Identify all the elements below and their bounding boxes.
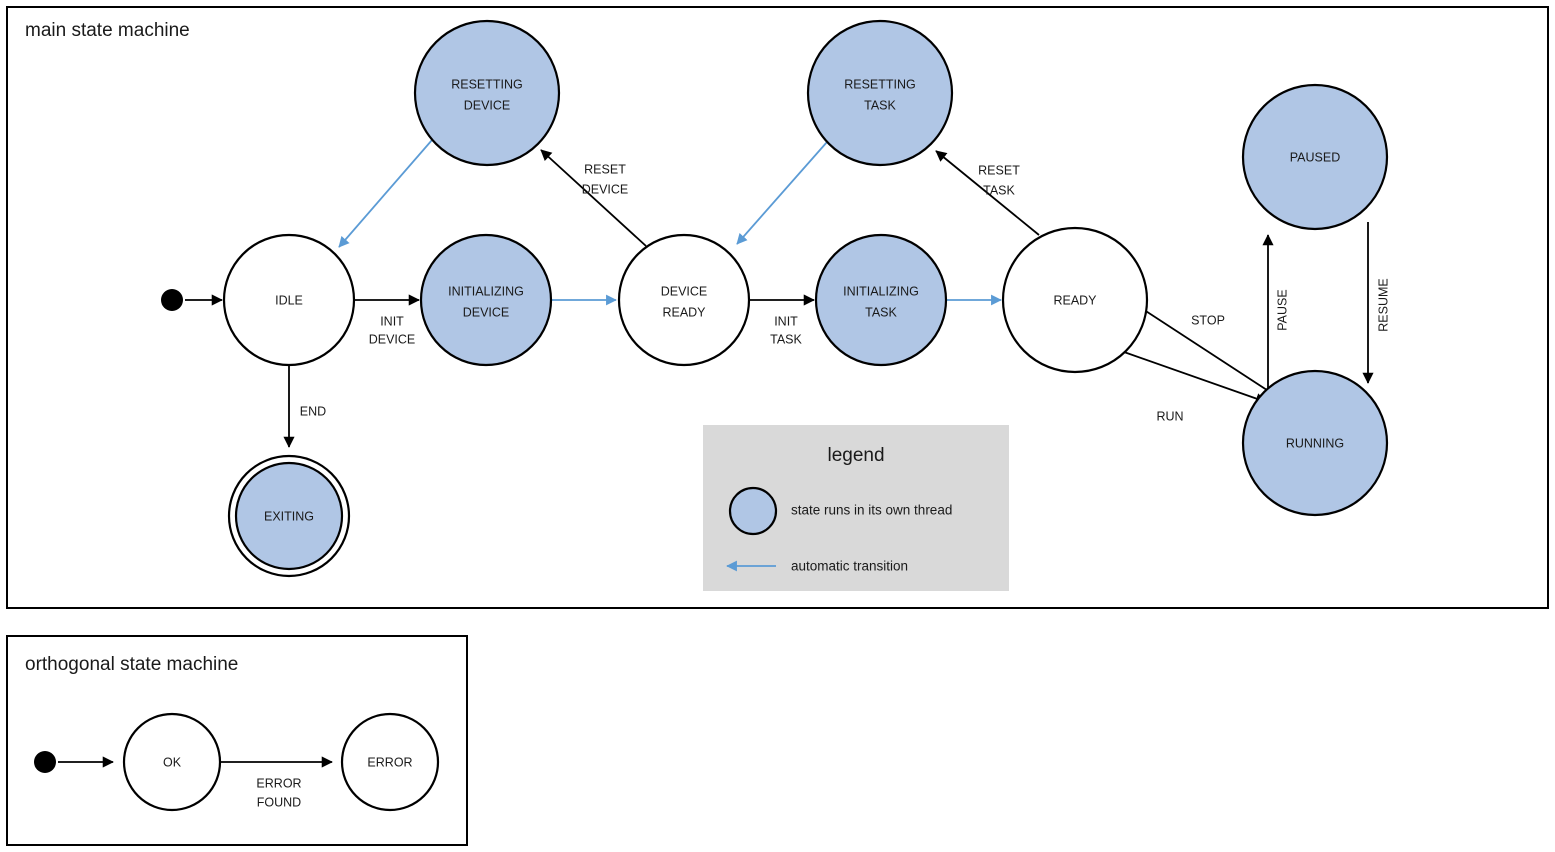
transition-ready-running[interactable]: RUN bbox=[1123, 351, 1267, 423]
orthogonal-state-machine-frame: orthogonal state machine ERROR FOUND OK bbox=[6, 635, 468, 846]
state-initializing-task-circle bbox=[814, 233, 948, 367]
state-resetting-task-label-2: TASK bbox=[864, 98, 896, 112]
state-idle[interactable]: IDLE bbox=[222, 233, 356, 367]
legend-item-automatic-transition: automatic transition bbox=[726, 559, 908, 574]
transition-idle-exiting[interactable]: END bbox=[283, 366, 326, 448]
state-ok[interactable]: OK bbox=[122, 712, 222, 812]
transition-resettask-deviceready-line bbox=[736, 141, 828, 245]
transition-running-ready-label: STOP bbox=[1191, 313, 1225, 327]
transition-deviceready-resetdev[interactable]: RESET DEVICE bbox=[540, 149, 647, 247]
state-ok-circle bbox=[122, 712, 222, 812]
state-running[interactable]: RUNNING bbox=[1241, 369, 1389, 517]
state-resetting-task-circle bbox=[806, 19, 954, 167]
legend-item-thread-state: state runs in its own thread bbox=[728, 486, 952, 536]
state-paused[interactable]: PAUSED bbox=[1241, 83, 1389, 231]
transition-idle-exiting-label: END bbox=[300, 404, 326, 418]
transition-ready-resettask-label-1: RESET bbox=[978, 163, 1020, 177]
transition-deviceready-resetdev-label-2: DEVICE bbox=[582, 182, 629, 196]
state-initializing-device-label-2: DEVICE bbox=[463, 305, 510, 319]
state-paused-circle bbox=[1241, 83, 1389, 231]
state-resetting-device-label-1: RESETTING bbox=[451, 77, 523, 91]
state-idle-circle bbox=[222, 233, 356, 367]
transition-paused-running-label: RESUME bbox=[1376, 278, 1390, 331]
transition-ortho-ok-to-error-label-1: ERROR bbox=[256, 776, 301, 790]
state-running-circle bbox=[1241, 369, 1389, 517]
transition-ortho-ok-to-error[interactable]: ERROR FOUND bbox=[221, 756, 333, 809]
transition-resetdev-idle-line bbox=[338, 139, 433, 248]
state-exiting-label: EXITING bbox=[264, 509, 314, 523]
transition-resetdev-idle[interactable] bbox=[338, 139, 433, 248]
state-error[interactable]: ERROR bbox=[340, 712, 440, 812]
transition-running-ready-line bbox=[1134, 303, 1274, 395]
state-device-ready-label-2: READY bbox=[662, 305, 706, 319]
state-paused-label: PAUSED bbox=[1290, 150, 1340, 164]
state-device-ready-label-1: DEVICE bbox=[661, 284, 708, 298]
state-running-label: RUNNING bbox=[1286, 436, 1344, 450]
state-resetting-device-label-2: DEVICE bbox=[464, 98, 511, 112]
transition-deviceready-resetdev-label-1: RESET bbox=[584, 162, 626, 176]
transition-idle-init-device-label-1: INIT bbox=[380, 314, 404, 328]
state-resetting-task-label-1: RESETTING bbox=[844, 77, 916, 91]
state-initializing-task-label-2: TASK bbox=[865, 305, 897, 319]
orthogonal-frame-border bbox=[6, 635, 468, 846]
state-initializing-device-circle bbox=[419, 233, 553, 367]
orthogonal-transitions-layer: ERROR FOUND bbox=[58, 756, 333, 809]
orthogonal-states-layer: OK ERROR bbox=[34, 712, 440, 812]
transition-ready-resettask[interactable]: RESET TASK bbox=[935, 150, 1040, 236]
transition-ready-running-line bbox=[1123, 351, 1267, 404]
legend: legend state runs in its own thread auto… bbox=[703, 425, 1009, 591]
state-ready-label: READY bbox=[1053, 293, 1097, 307]
state-initializing-task-label-1: INITIALIZING bbox=[843, 284, 919, 298]
state-device-ready[interactable]: DEVICE READY bbox=[617, 233, 751, 367]
transition-ready-resettask-line bbox=[935, 150, 1040, 236]
transition-deviceready-inittask-label-1: INIT bbox=[774, 314, 798, 328]
main-frame-border bbox=[6, 6, 1549, 609]
orthogonal-initial-state-marker bbox=[34, 751, 56, 773]
legend-title: legend bbox=[827, 445, 884, 466]
state-ready-circle bbox=[1001, 226, 1149, 374]
state-ok-label: OK bbox=[163, 755, 182, 769]
main-states-layer: IDLE RESETTING DEVICE INITIALIZING DEVIC… bbox=[161, 19, 1389, 578]
transition-idle-init-device-label-2: DEVICE bbox=[369, 332, 416, 346]
state-exiting[interactable]: EXITING bbox=[227, 454, 351, 578]
legend-thread-state-icon bbox=[728, 486, 778, 536]
state-resetting-device[interactable]: RESETTING DEVICE bbox=[413, 19, 561, 167]
legend-thread-state-text: state runs in its own thread bbox=[791, 503, 952, 518]
transition-resettask-deviceready[interactable] bbox=[736, 141, 828, 245]
state-error-circle bbox=[340, 712, 440, 812]
transition-ortho-ok-to-error-label-2: FOUND bbox=[257, 795, 301, 809]
state-resetting-task[interactable]: RESETTING TASK bbox=[806, 19, 954, 167]
state-initializing-task[interactable]: INITIALIZING TASK bbox=[814, 233, 948, 367]
transition-paused-running[interactable]: RESUME bbox=[1362, 222, 1390, 384]
state-idle-label: IDLE bbox=[275, 293, 303, 307]
state-exiting-inner-circle bbox=[234, 461, 344, 571]
transition-running-paused[interactable]: PAUSE bbox=[1262, 234, 1289, 404]
legend-automatic-transition-text: automatic transition bbox=[791, 559, 908, 574]
main-state-machine-frame: main state machine bbox=[6, 6, 1549, 609]
transition-ready-resettask-label-2: TASK bbox=[983, 183, 1015, 197]
initial-state-marker bbox=[161, 289, 183, 311]
transition-deviceready-resetdev-line bbox=[540, 149, 647, 247]
transition-ready-running-label: RUN bbox=[1156, 409, 1183, 423]
state-ready[interactable]: READY bbox=[1001, 226, 1149, 374]
state-device-ready-circle bbox=[617, 233, 751, 367]
transition-running-ready[interactable]: STOP bbox=[1134, 303, 1274, 395]
state-error-label: ERROR bbox=[367, 755, 412, 769]
transition-idle-init-device[interactable]: INIT DEVICE bbox=[354, 294, 420, 346]
state-initializing-device-label-1: INITIALIZING bbox=[448, 284, 524, 298]
transition-running-paused-label: PAUSE bbox=[1275, 289, 1289, 330]
main-transitions-layer: INIT DEVICE RESET DEVICE INIT TASK bbox=[185, 139, 1390, 448]
state-resetting-device-circle bbox=[413, 19, 561, 167]
state-initializing-device[interactable]: INITIALIZING DEVICE bbox=[419, 233, 553, 367]
transition-deviceready-inittask-label-2: TASK bbox=[770, 332, 802, 346]
main-frame-title: main state machine bbox=[25, 20, 190, 41]
transition-deviceready-inittask[interactable]: INIT TASK bbox=[749, 294, 815, 346]
orthogonal-frame-title: orthogonal state machine bbox=[25, 654, 238, 675]
